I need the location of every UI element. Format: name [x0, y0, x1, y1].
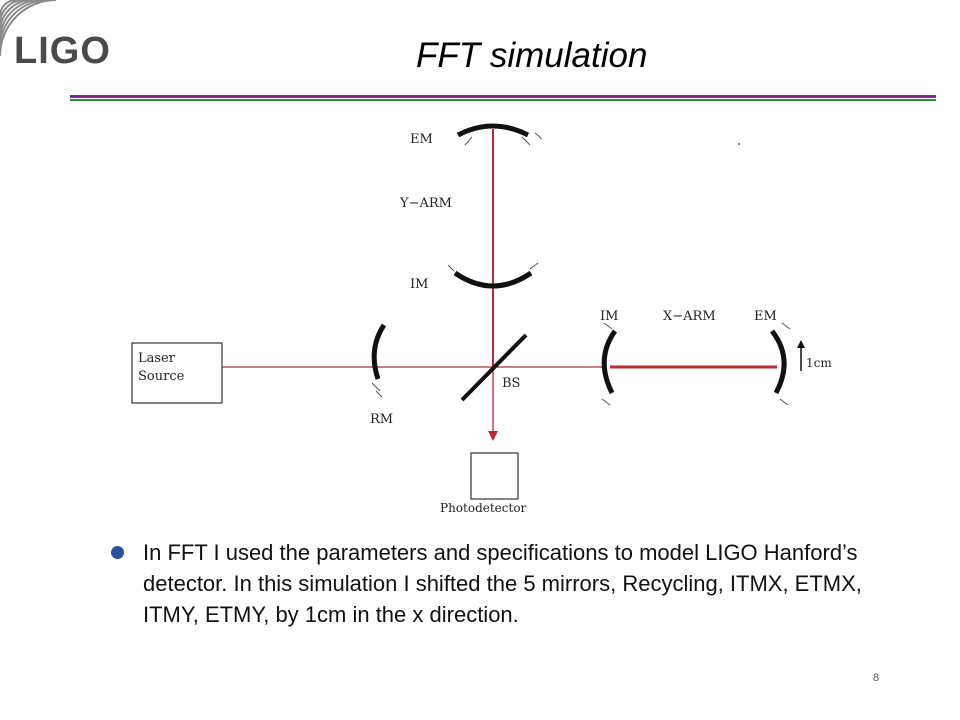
- page-number: 8: [873, 672, 880, 684]
- label-em-y: EM: [410, 132, 433, 147]
- label-photodetector: Photodetector: [440, 501, 527, 515]
- label-x-arm: X−ARM: [663, 309, 716, 324]
- header-rule-green: [70, 99, 936, 101]
- em-x-mirror: [769, 329, 787, 395]
- label-im-x: IM: [600, 309, 618, 324]
- label-em-x: EM: [754, 309, 777, 324]
- interferometer-diagram: EM Y−ARM IM Laser Source RM BS IM X−ARM …: [131, 123, 832, 515]
- photodetector-box: [470, 452, 519, 500]
- laser-source-box: [131, 342, 223, 404]
- slide-title: FFT simulation: [416, 36, 648, 75]
- label-laser-line1: Laser: [138, 351, 176, 366]
- im-x-mirror: [601, 329, 618, 395]
- bullet-dot: [111, 546, 124, 559]
- label-shift: 1cm: [806, 356, 832, 370]
- label-y-arm: Y−ARM: [399, 196, 452, 211]
- ligo-logo: LIGO: [14, 30, 111, 72]
- bullet-text: In FFT I used the parameters and specifi…: [143, 540, 862, 627]
- label-bs: BS: [502, 376, 520, 391]
- label-im-y: IM: [410, 277, 428, 292]
- label-rm: RM: [370, 412, 393, 427]
- beam-arrowhead: [488, 431, 498, 441]
- beamsplitter: [460, 333, 528, 402]
- im-y-mirror: [453, 270, 533, 289]
- label-laser-line2: Source: [138, 369, 185, 384]
- ligo-logo-arcs: [0, 0, 57, 57]
- em-y-mirror: [456, 123, 530, 138]
- rm-mirror: [371, 323, 387, 380]
- header-rule-purple: [70, 95, 936, 98]
